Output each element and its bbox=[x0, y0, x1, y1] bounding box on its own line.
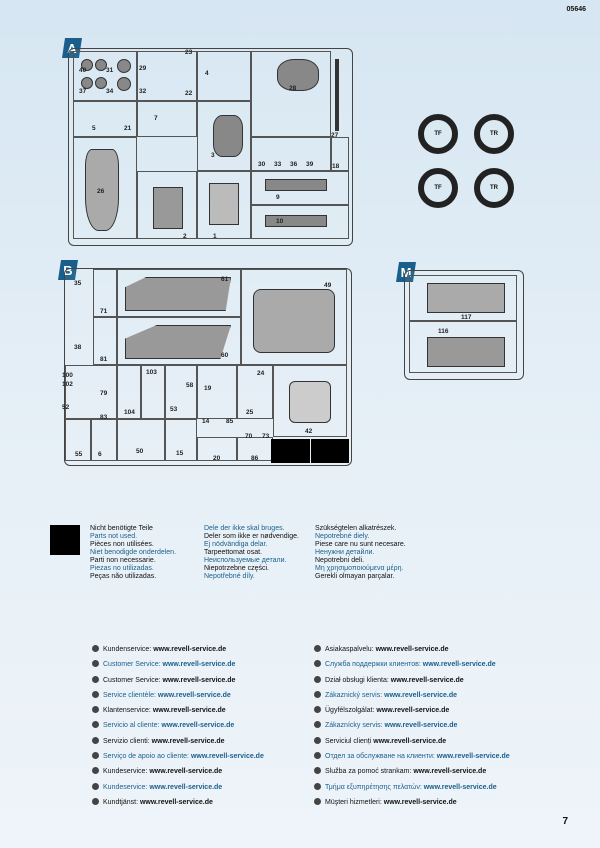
sprue-a-frame bbox=[68, 48, 353, 246]
part-label: 21 bbox=[124, 125, 132, 132]
part-label: 55 bbox=[75, 451, 83, 458]
page-number: 7 bbox=[562, 816, 568, 827]
service-link[interactable]: www.revell-service.de bbox=[413, 768, 487, 776]
part-label: 26 bbox=[97, 188, 105, 195]
part-label: 116 bbox=[438, 328, 449, 335]
service-list-right: Asiakaspalvelu: www.revell-service.de Сл… bbox=[314, 642, 510, 810]
part-label: 27 bbox=[331, 132, 339, 139]
service-link[interactable]: www.revell-service.de bbox=[190, 753, 264, 761]
part-label: 31 bbox=[106, 67, 114, 74]
part-label: 50 bbox=[136, 448, 144, 455]
part-label: 60 bbox=[221, 352, 229, 359]
service-link[interactable]: www.revell-service.de bbox=[139, 798, 213, 806]
legend-col-1: Nicht benötigte Teile Parts not used. Pi… bbox=[90, 525, 177, 580]
service-link[interactable]: www.revell-service.de bbox=[162, 661, 236, 669]
part-label: 32 bbox=[139, 88, 147, 95]
part-label: 103 bbox=[146, 369, 157, 376]
part-label: 7 bbox=[154, 115, 158, 122]
part-label: 6 bbox=[98, 451, 102, 458]
part-label: 34 bbox=[106, 88, 114, 95]
part-label: 39 bbox=[306, 161, 314, 168]
part-label: 81 bbox=[100, 356, 108, 363]
service-link[interactable]: www.revell-service.de bbox=[390, 676, 464, 684]
part-label: 2 bbox=[183, 233, 187, 240]
part-label: 37 bbox=[79, 88, 87, 95]
part-label: 10 bbox=[276, 218, 284, 225]
unused-parts-swatch bbox=[50, 525, 80, 555]
service-link[interactable]: www.revell-service.de bbox=[151, 737, 225, 745]
service-link[interactable]: www.revell-service.de bbox=[162, 676, 236, 684]
service-link[interactable]: www.revell-service.de bbox=[436, 753, 510, 761]
part-label: 40 bbox=[79, 67, 87, 74]
part-label: 18 bbox=[332, 163, 340, 170]
service-link[interactable]: www.revell-service.de bbox=[422, 661, 496, 669]
part-label: 24 bbox=[257, 370, 265, 377]
part-label: 100 bbox=[62, 372, 73, 379]
part-label: 15 bbox=[176, 450, 184, 457]
part-label: 58 bbox=[186, 382, 194, 389]
part-label: 29 bbox=[139, 65, 147, 72]
service-link[interactable]: www.revell-service.de bbox=[384, 691, 458, 699]
sprue-b-frame bbox=[64, 268, 352, 466]
part-label: 30 bbox=[258, 161, 266, 168]
part-label: 53 bbox=[170, 406, 178, 413]
part-label: 85 bbox=[226, 418, 234, 425]
part-label: 22 bbox=[185, 90, 193, 97]
part-label: 36 bbox=[290, 161, 298, 168]
part-label: 71 bbox=[100, 308, 108, 315]
part-label: 52 bbox=[62, 404, 70, 411]
part-label: 117 bbox=[461, 314, 472, 321]
part-label: 9 bbox=[276, 194, 280, 201]
part-label: 5 bbox=[92, 125, 96, 132]
part-label: 28 bbox=[289, 85, 297, 92]
part-label: 38 bbox=[74, 344, 82, 351]
sprue-m-frame bbox=[404, 270, 524, 380]
part-label: 14 bbox=[202, 418, 210, 425]
service-link[interactable]: www.revell-service.de bbox=[161, 722, 235, 730]
service-link[interactable]: www.revell-service.de bbox=[384, 722, 458, 730]
document-number: 05646 bbox=[566, 6, 586, 13]
part-label: 73 bbox=[262, 433, 270, 440]
tire: TR bbox=[474, 168, 514, 208]
part-label: 42 bbox=[305, 428, 313, 435]
unused-part-marker bbox=[311, 439, 349, 463]
service-link[interactable]: www.revell-service.de bbox=[376, 707, 450, 715]
unused-part-marker bbox=[271, 439, 310, 463]
service-link[interactable]: www.revell-service.de bbox=[375, 646, 449, 653]
tire: TR bbox=[474, 114, 514, 154]
part-label: 20 bbox=[213, 455, 221, 462]
service-link[interactable]: www.revell-service.de bbox=[152, 707, 226, 715]
part-label: 79 bbox=[100, 390, 108, 397]
part-label: 104 bbox=[124, 409, 135, 416]
part-label: 1 bbox=[213, 233, 217, 240]
part-label: 25 bbox=[246, 409, 254, 416]
service-link[interactable]: www.revell-service.de bbox=[157, 691, 231, 699]
part-label: 4 bbox=[205, 70, 209, 77]
part-label: 83 bbox=[100, 414, 108, 421]
part-label: 61 bbox=[221, 276, 229, 283]
part-label: 86 bbox=[251, 455, 259, 462]
part-label: 23 bbox=[185, 49, 193, 56]
service-link[interactable]: www.revell-service.de bbox=[373, 737, 447, 745]
part-label: 70 bbox=[245, 433, 253, 440]
part-label: 33 bbox=[274, 161, 282, 168]
legend-col-3: Szükségtelen alkatrészek. Nepotrebné die… bbox=[315, 525, 406, 580]
service-list-left: Kundenservice: www.revell-service.de Cus… bbox=[92, 642, 264, 810]
part-label: 102 bbox=[62, 381, 73, 388]
part-label: 35 bbox=[74, 280, 82, 287]
tire: TF bbox=[418, 168, 458, 208]
service-link[interactable]: www.revell-service.de bbox=[383, 798, 457, 806]
service-link[interactable]: www.revell-service.de bbox=[153, 646, 227, 653]
service-link[interactable]: www.revell-service.de bbox=[149, 768, 223, 776]
part-label: 19 bbox=[204, 385, 212, 392]
legend-col-2: Dele der ikke skal bruges. Deler som ikk… bbox=[204, 525, 299, 580]
service-link[interactable]: www.revell-service.de bbox=[149, 783, 223, 791]
tire: TF bbox=[418, 114, 458, 154]
service-link[interactable]: www.revell-service.de bbox=[423, 783, 497, 791]
part-label: 3 bbox=[211, 152, 215, 159]
part-label: 49 bbox=[324, 282, 332, 289]
